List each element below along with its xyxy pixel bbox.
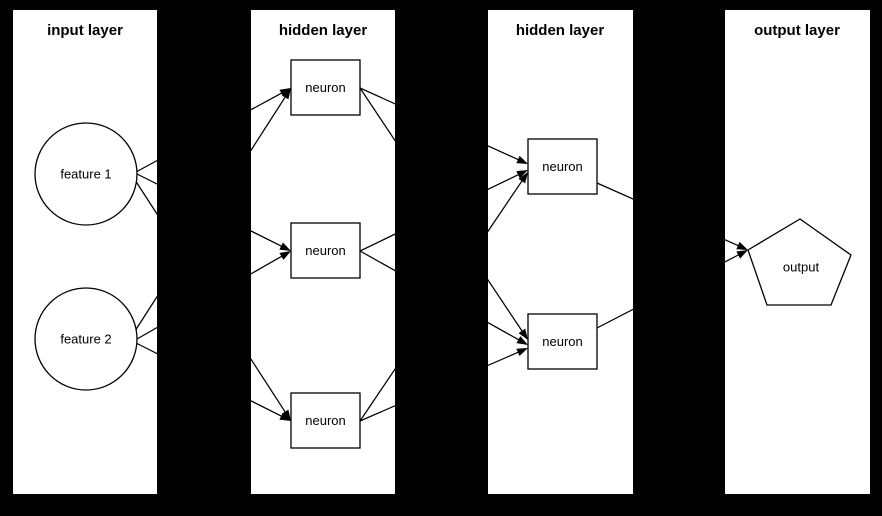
arrowhead-edge-f1-h1n3 bbox=[281, 409, 291, 421]
connection-edge-h1n1-h2n2 bbox=[359, 87, 524, 333]
output-node-shape bbox=[747, 218, 852, 306]
node-hidden1-neuron-1[interactable]: neuron bbox=[290, 59, 361, 116]
arrowhead-edge-h1n1-h2n2 bbox=[518, 328, 528, 340]
node-output-node[interactable]: output bbox=[747, 218, 852, 306]
connection-edge-f2-h1n2 bbox=[136, 254, 284, 340]
arrowhead-edge-h1n2-h2n1 bbox=[516, 170, 528, 179]
arrowhead-edge-f2-h1n1 bbox=[281, 88, 291, 100]
arrowhead-edge-f2-h1n3 bbox=[279, 412, 291, 421]
node-feature-1[interactable]: feature 1 bbox=[34, 122, 138, 226]
connection-edge-h1n3-h2n2 bbox=[359, 351, 520, 422]
arrowhead-edge-h1n1-h2n1 bbox=[516, 155, 528, 164]
arrowhead-edge-h2n1-out bbox=[736, 241, 748, 250]
layer-title-output-layer: output layer bbox=[754, 22, 840, 39]
arrowhead-edge-f1-h1n2 bbox=[279, 242, 291, 251]
node-hidden2-neuron-1[interactable]: neuron bbox=[527, 138, 598, 195]
connection-edge-h1n3-h2n1 bbox=[359, 179, 524, 422]
layer-panel-hidden-layer-2 bbox=[488, 10, 633, 494]
output-node-label: output bbox=[783, 259, 820, 274]
hidden1-neuron-1-label: neuron bbox=[305, 80, 345, 95]
layer-panel-input-layer bbox=[13, 10, 157, 494]
layer-title-hidden-layer-2: hidden layer bbox=[516, 22, 605, 39]
feature-1-label: feature 1 bbox=[60, 166, 111, 181]
hidden1-neuron-3-label: neuron bbox=[305, 413, 345, 428]
feature-2-shape bbox=[34, 287, 138, 391]
connection-edge-f1-h1n2 bbox=[136, 173, 284, 248]
edges-group bbox=[134, 87, 748, 422]
arrowhead-edge-h1n3-h2n1 bbox=[518, 172, 528, 184]
connection-edge-h2n1-out bbox=[596, 182, 741, 247]
arrowhead-edge-h1n3-h2n2 bbox=[516, 348, 528, 357]
connection-edge-f1-h1n1 bbox=[135, 91, 284, 173]
layer-title-input-layer: input layer bbox=[47, 22, 123, 39]
nodes-group: feature 1 feature 2 neuron neuron neuron neur… bbox=[34, 59, 852, 449]
layer-title-hidden-layer-1: hidden layer bbox=[279, 22, 368, 39]
connection-edge-h1n2-h2n1 bbox=[359, 173, 521, 252]
arrowhead-edge-h2n2-out bbox=[736, 250, 748, 259]
hidden1-neuron-3-shape bbox=[290, 392, 361, 449]
hidden2-neuron-2-label: neuron bbox=[542, 334, 582, 349]
node-feature-2[interactable]: feature 2 bbox=[34, 287, 138, 391]
arrowhead-edge-f2-h1n2 bbox=[279, 251, 291, 260]
feature-1-shape bbox=[34, 122, 138, 226]
arrowhead-edge-h1n2-h2n2 bbox=[516, 336, 528, 345]
hidden2-neuron-1-label: neuron bbox=[542, 159, 582, 174]
connection-edge-h1n1-h2n1 bbox=[359, 87, 521, 161]
hidden1-neuron-1-shape bbox=[290, 59, 361, 116]
arrowhead-edge-f1-h1n1 bbox=[279, 88, 291, 97]
feature-2-label: feature 2 bbox=[60, 331, 111, 346]
connection-edge-h1n2-h2n2 bbox=[359, 250, 521, 342]
hidden1-neuron-2-label: neuron bbox=[305, 243, 345, 258]
node-hidden1-neuron-3[interactable]: neuron bbox=[290, 392, 361, 449]
hidden2-neuron-2-shape bbox=[527, 313, 598, 370]
node-hidden1-neuron-2[interactable]: neuron bbox=[290, 222, 361, 279]
layer-titles-group: input layer hidden layer hidden layer outpu… bbox=[47, 22, 840, 39]
connection-edge-f2-h1n1 bbox=[134, 95, 287, 332]
hidden2-neuron-1-shape bbox=[527, 138, 598, 195]
connection-edge-f2-h1n3 bbox=[135, 342, 284, 418]
node-hidden2-neuron-2[interactable]: neuron bbox=[527, 313, 598, 370]
hidden1-neuron-2-shape bbox=[290, 222, 361, 279]
connection-edge-h2n2-out bbox=[596, 253, 741, 329]
